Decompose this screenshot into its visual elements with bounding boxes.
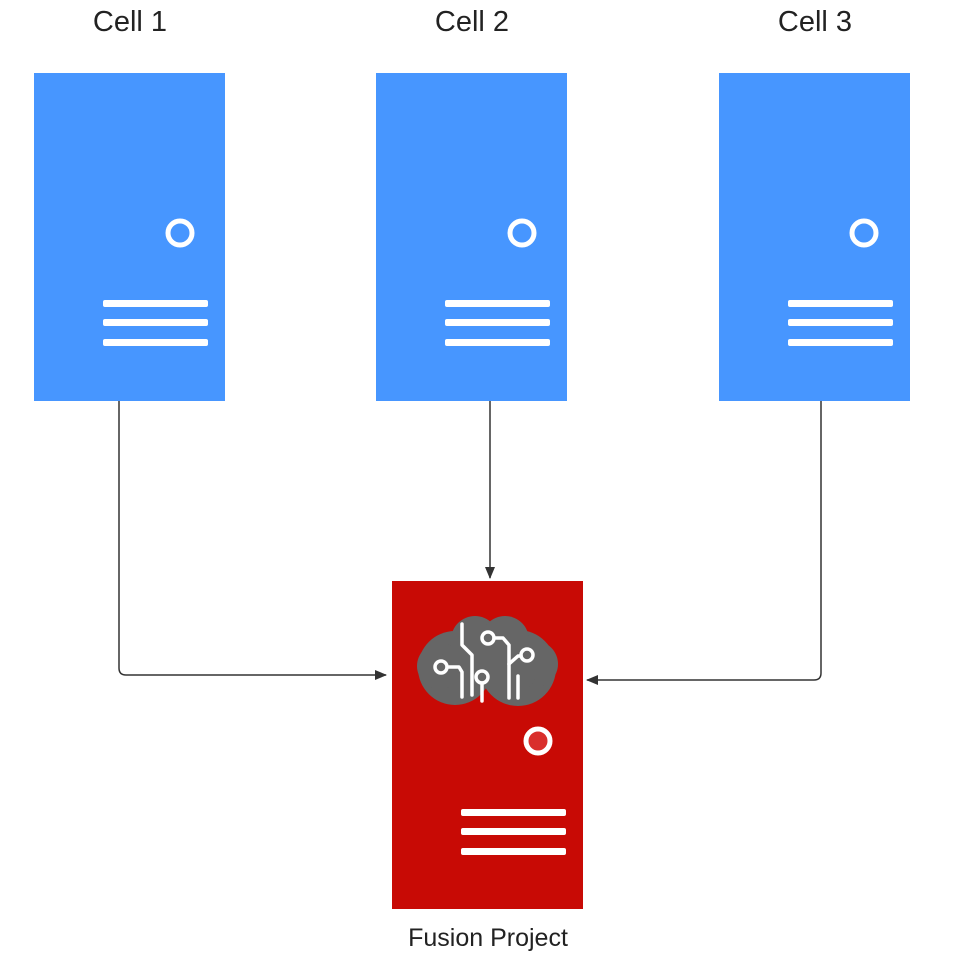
cell-2-vent-lines <box>445 300 550 346</box>
cell-1-server <box>34 73 225 401</box>
cell-3-label: Cell 3 <box>777 6 853 38</box>
edge-cell-3-to-fusion <box>586 401 822 685</box>
cell-1-label: Cell 1 <box>92 6 168 38</box>
brain-circuit-icon <box>417 616 558 706</box>
fusion-status-indicator <box>523 726 553 756</box>
edge-cell-1-to-fusion <box>118 401 387 680</box>
fusion-project-label: Fusion Project <box>408 924 568 952</box>
cell-3-vent-lines <box>788 300 893 346</box>
cell-3-status-indicator <box>849 218 879 248</box>
fusion-vent-lines <box>461 809 566 855</box>
fusion-project-server <box>392 581 583 909</box>
cell-2-label: Cell 2 <box>434 6 510 38</box>
cell-2-status-indicator <box>507 218 537 248</box>
cell-1-vent-lines <box>103 300 208 346</box>
cell-1-status-indicator <box>165 218 195 248</box>
cell-2-server <box>376 73 567 401</box>
cell-3-server <box>719 73 910 401</box>
